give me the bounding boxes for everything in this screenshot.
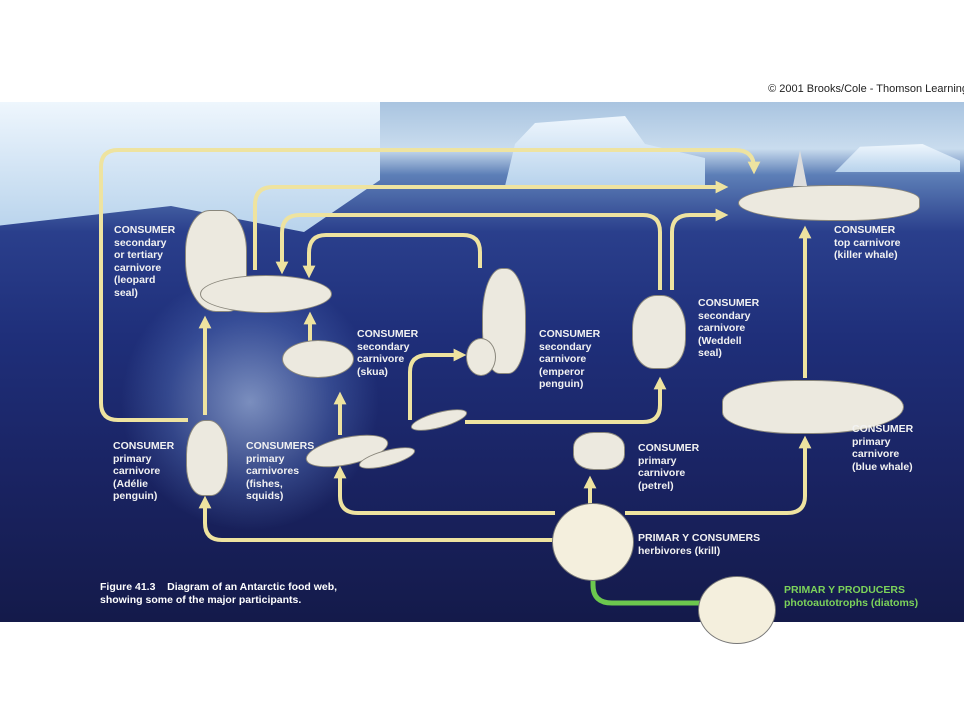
arrow-krill-to-fish bbox=[333, 465, 555, 515]
arrow-weddell-to-leopard-seal bbox=[275, 213, 662, 290]
arrow-diatoms-to-krill bbox=[586, 558, 700, 606]
arrow-weddell-to-killer-whale bbox=[670, 208, 729, 290]
label-blue-whale: CONSUMER primary carnivore (blue whale) bbox=[852, 423, 914, 473]
petrel-illustration bbox=[573, 432, 625, 470]
label-diatoms: PRIMAR Y PRODUCERS photoautotrophs (diat… bbox=[784, 584, 919, 609]
blue-whale-illustration bbox=[722, 380, 904, 434]
label-petrel: CONSUMER primary carnivore (petrel) bbox=[638, 442, 700, 492]
figure-caption: Figure 41.3 Diagram of an Antarctic food… bbox=[100, 581, 338, 606]
label-emperor-penguin: CONSUMER secondary carnivore (emperor pe… bbox=[539, 328, 601, 390]
arrow-krill-to-blue-whale bbox=[625, 435, 812, 515]
krill-illustration bbox=[552, 503, 634, 581]
label-krill: PRIMAR Y CONSUMERS herbivores (krill) bbox=[638, 532, 761, 557]
emperor-chick-illustration bbox=[466, 338, 496, 376]
copyright-credit: © 2001 Brooks/Cole - Thomson Learning bbox=[768, 83, 964, 95]
leopard-seal-body bbox=[200, 275, 332, 313]
arrow-emperor-to-leopard-seal bbox=[302, 233, 482, 279]
killer-whale-illustration bbox=[738, 185, 920, 221]
arrow-leopard-seal-to-killer-whale bbox=[253, 180, 729, 270]
skua-illustration bbox=[282, 340, 354, 378]
arrow-adelie-to-killer-whale bbox=[99, 148, 761, 422]
adelie-penguin-illustration bbox=[186, 420, 228, 496]
label-fishes-squids: CONSUMERS primary carnivores (fishes, sq… bbox=[246, 440, 315, 502]
label-leopard-seal: CONSUMER secondary or tertiary carnivore… bbox=[114, 224, 176, 299]
weddell-seal-illustration bbox=[632, 295, 686, 369]
arrow-squid-to-weddell bbox=[465, 376, 667, 424]
label-killer-whale: CONSUMER top carnivore (killer whale) bbox=[834, 224, 901, 261]
arrow-krill-to-adelie bbox=[198, 495, 555, 542]
arrow-squid-to-emperor bbox=[408, 348, 467, 420]
diatoms-illustration bbox=[698, 576, 776, 644]
label-adelie-penguin: CONSUMER primary carnivore (Adélie pengu… bbox=[113, 440, 175, 502]
label-skua: CONSUMER secondary carnivore (skua) bbox=[357, 328, 419, 378]
label-weddell-seal: CONSUMER secondary carnivore (Weddell se… bbox=[698, 297, 760, 359]
